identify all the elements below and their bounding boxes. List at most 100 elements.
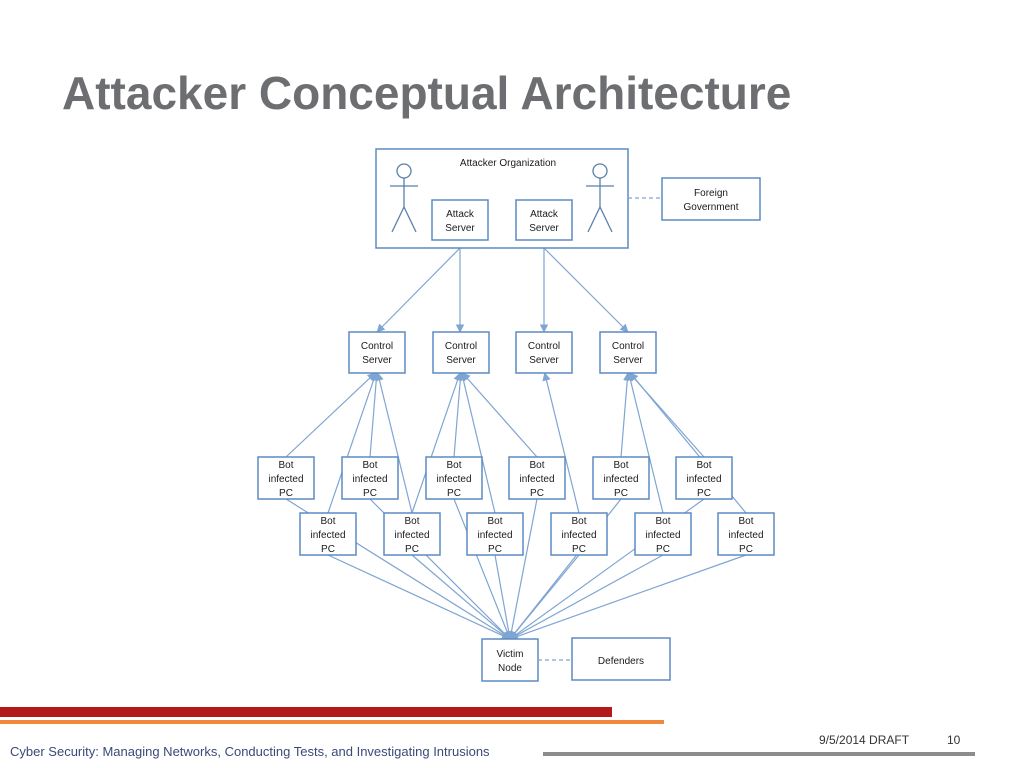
bot-infected-pc-label: Bot <box>362 460 377 471</box>
control-server-node: Control Server <box>432 331 490 374</box>
bot-infected-pc-label: infected <box>728 530 763 541</box>
bot-infected-pc-label: infected <box>394 530 429 541</box>
bot-infected-pc-label: PC <box>614 488 628 499</box>
bot-infected-pc-label: infected <box>436 474 471 485</box>
control-server-label: Control <box>528 341 560 352</box>
bot-infected-pc-label: PC <box>739 544 753 555</box>
attacker-person-icon <box>390 163 418 233</box>
diagram-edge <box>509 554 664 640</box>
bot-infected-pc-label: PC <box>572 544 586 555</box>
bot-infected-pc-label: Bot <box>655 516 670 527</box>
diagram-edge <box>507 498 538 640</box>
bot-infected-pc-label: Bot <box>696 460 711 471</box>
control-server-label: Server <box>446 355 476 366</box>
control-server-label: Control <box>445 341 477 352</box>
bot-infected-pc-label: PC <box>405 544 419 555</box>
bot-infected-pc-label: Bot <box>529 460 544 471</box>
control-server-node: Control Server <box>599 331 657 374</box>
foreign-government-node: Foreign Government <box>628 177 761 221</box>
footer-title: Cyber Security: Managing Networks, Condu… <box>10 744 490 759</box>
bot-infected-pc-label: infected <box>352 474 387 485</box>
bot-infected-pc-label: infected <box>686 474 721 485</box>
control-server-label: Server <box>613 355 643 366</box>
attacker-organization-box <box>375 148 629 249</box>
footer-red-bar <box>0 707 612 717</box>
attacker-organization-group: Attacker Organization Attack Server Atta… <box>375 148 629 249</box>
control-server-label: Server <box>362 355 392 366</box>
attacker-person-icon <box>586 163 614 233</box>
page-number: 10 <box>947 733 961 747</box>
diagram-edge <box>453 372 465 458</box>
bot-infected-pc-label: PC <box>530 488 544 499</box>
bot-infected-pc-label: Bot <box>278 460 293 471</box>
diagram-edge <box>461 372 538 458</box>
diagram-edge <box>327 554 511 640</box>
bot-infected-pc-label: PC <box>321 544 335 555</box>
bot-infected-pc-label: PC <box>697 488 711 499</box>
bot-infected-pc-label: infected <box>477 530 512 541</box>
footer-gray-bar <box>543 752 975 756</box>
bot-infected-pc-label: infected <box>603 474 638 485</box>
footer-orange-bar <box>0 720 664 724</box>
attacker-organization-label: Attacker Organization <box>460 158 556 169</box>
defenders-label: Defenders <box>598 656 644 667</box>
diagram-edge <box>543 247 629 333</box>
attack-server-label: Attack <box>446 209 475 220</box>
bot-infected-pc-label: Bot <box>571 516 586 527</box>
diagram-edge <box>459 372 496 514</box>
defenders-node: Defenders <box>538 637 671 681</box>
bot-infected-pc-label: PC <box>488 544 502 555</box>
diagram-edge <box>411 554 511 640</box>
bot-infected-pc-label: Bot <box>613 460 628 471</box>
footer-date: 9/5/2014 DRAFT <box>819 733 910 747</box>
victim-node: Victim Node <box>481 638 539 682</box>
bot-infected-pc-label: PC <box>279 488 293 499</box>
bot-infected-pc-label: PC <box>656 544 670 555</box>
attack-server-label: Attack <box>530 209 559 220</box>
diagram-edge <box>375 372 413 514</box>
bot-infected-pc-label: infected <box>268 474 303 485</box>
attacker-architecture-diagram: Attacker Organization Attack Server Atta… <box>257 148 775 682</box>
control-server-node: Control Server <box>515 331 573 374</box>
diagram-edge <box>369 372 381 458</box>
attack-server-label: Server <box>445 223 475 234</box>
control-server-label: Control <box>361 341 393 352</box>
victim-node-label: Victim <box>496 649 523 660</box>
foreign-government-label: Foreign <box>694 188 728 199</box>
diagram-edge <box>509 554 580 640</box>
diagram-edge <box>411 372 462 514</box>
diagram-edge <box>285 372 376 458</box>
bot-infected-pc-label: PC <box>447 488 461 499</box>
bot-infected-pc-label: PC <box>363 488 377 499</box>
bot-infected-pc-label: Bot <box>446 460 461 471</box>
bot-infected-pc-label: Bot <box>487 516 502 527</box>
bot-infected-pc-label: Bot <box>320 516 335 527</box>
victim-node-label: Node <box>498 663 522 674</box>
bot-infected-pc-label: Bot <box>404 516 419 527</box>
diagram-edge <box>509 554 747 641</box>
attack-server-label: Server <box>529 223 559 234</box>
bot-infected-pc-label: infected <box>519 474 554 485</box>
bot-infected-pc-label: infected <box>645 530 680 541</box>
bot-infected-pcs: BotinfectedPCBotinfectedPCBotinfectedPCB… <box>257 456 775 556</box>
control-server-label: Server <box>529 355 559 366</box>
diagram-edge <box>494 554 513 640</box>
diagram-edges <box>285 247 747 641</box>
foreign-government-label: Government <box>683 202 738 213</box>
diagram-edge <box>626 372 664 514</box>
diagram-edge <box>453 498 512 640</box>
diagram-edge <box>327 372 378 514</box>
diagram-edge <box>620 372 632 458</box>
control-server-node: Control Server <box>348 331 406 374</box>
